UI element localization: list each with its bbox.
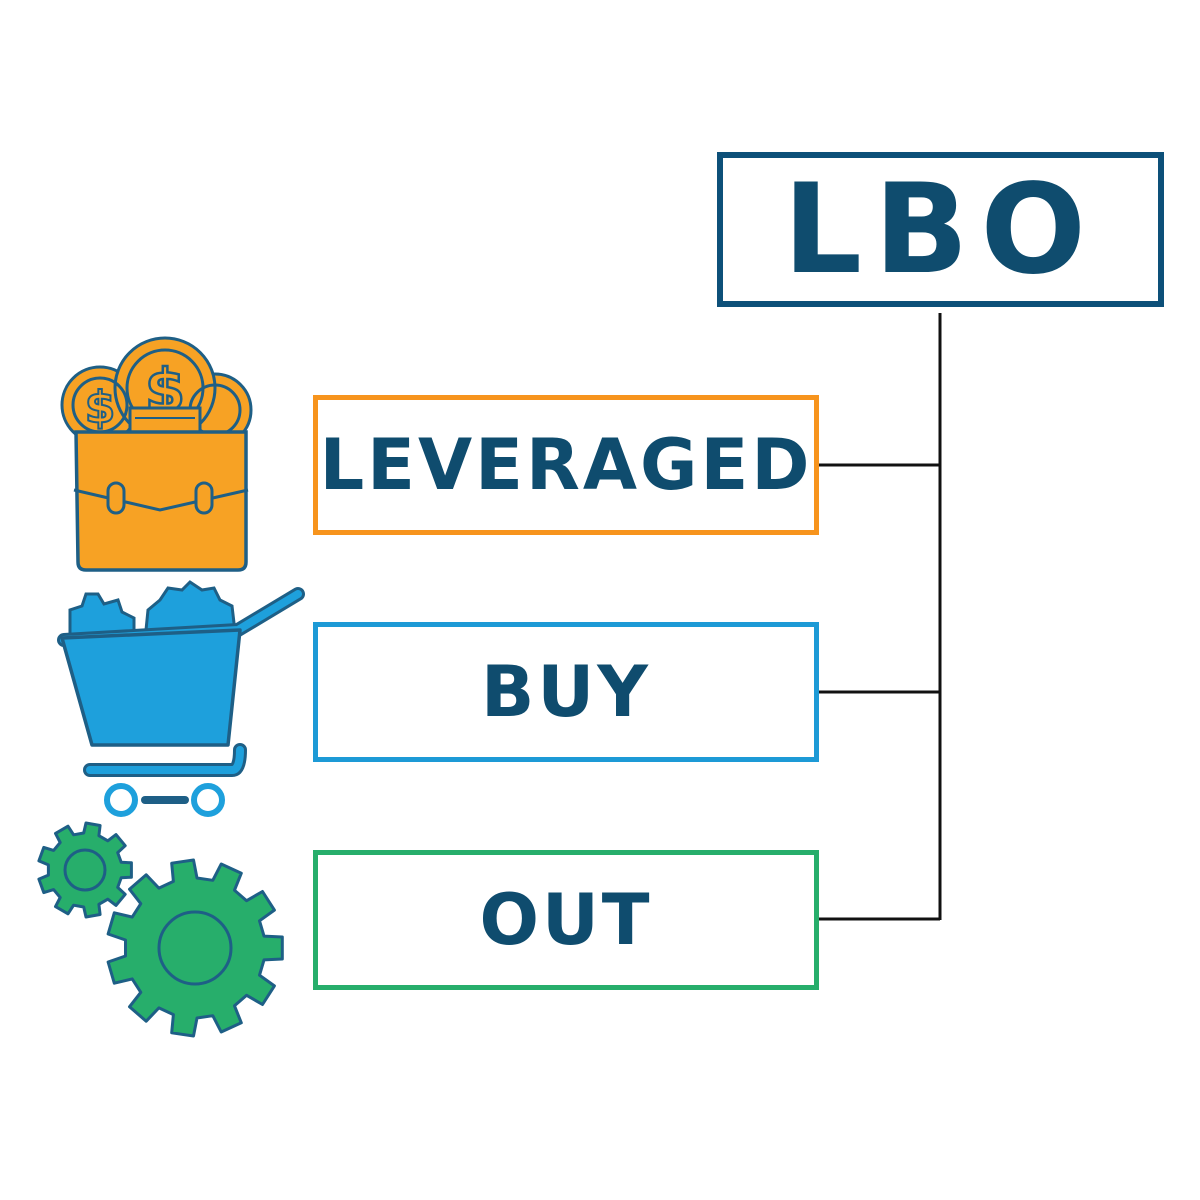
acronym-title: LBO bbox=[783, 157, 1098, 302]
term-box-buy: BUY bbox=[313, 622, 819, 762]
term-label-buy: BUY bbox=[481, 651, 651, 733]
term-box-leveraged: LEVERAGED bbox=[313, 395, 819, 535]
term-box-out: OUT bbox=[313, 850, 819, 990]
svg-text:$: $ bbox=[85, 382, 116, 433]
term-label-out: OUT bbox=[479, 879, 653, 961]
term-label-leveraged: LEVERAGED bbox=[319, 424, 813, 506]
small-gear-icon bbox=[37, 821, 133, 919]
acronym-title-box: LBO bbox=[717, 152, 1164, 307]
large-gear-icon bbox=[106, 858, 284, 1038]
